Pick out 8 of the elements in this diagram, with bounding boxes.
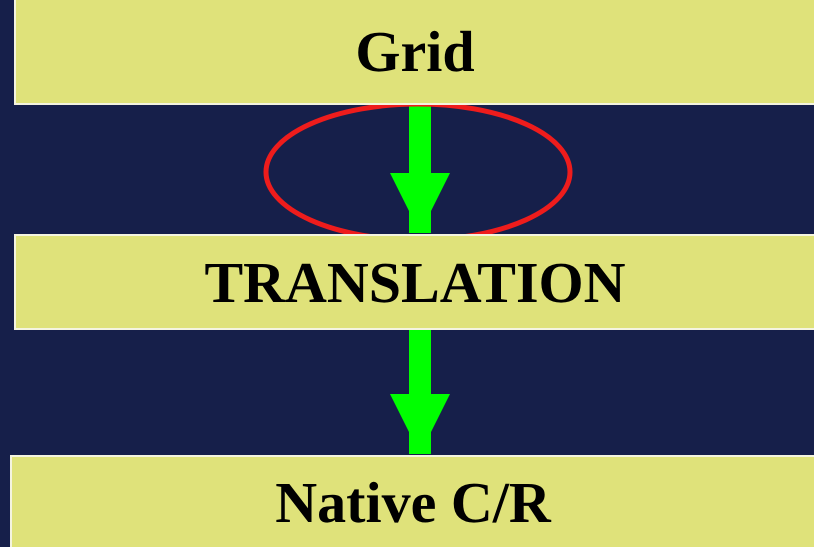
process-box xyxy=(14,234,814,330)
arrow xyxy=(390,330,450,454)
box-label: Native C/R xyxy=(275,468,551,536)
box-label: Grid xyxy=(355,18,475,85)
box-label: TRANSLATION xyxy=(204,248,626,316)
process-box xyxy=(14,0,814,105)
arrow xyxy=(390,105,450,233)
process-box xyxy=(10,455,814,547)
